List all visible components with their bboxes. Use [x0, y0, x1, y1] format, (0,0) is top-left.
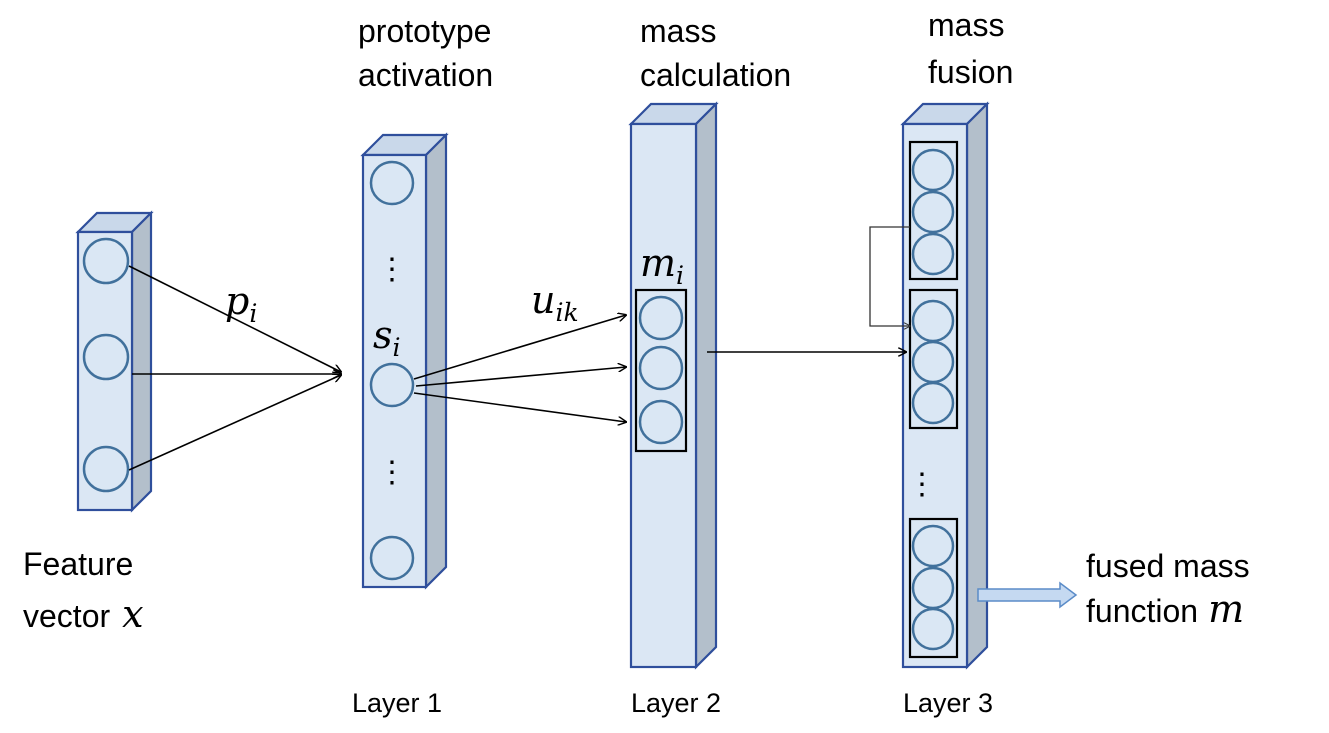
fusion-node	[911, 524, 955, 568]
layer2-label: Layer 2	[631, 688, 721, 718]
prototype-node	[369, 535, 415, 581]
fusion-node	[911, 232, 955, 276]
mass-group-mi	[634, 288, 688, 453]
label-pi: pi	[225, 279, 257, 328]
arrow-si-to-mass	[413, 315, 626, 380]
layer1-block: ⋮ ⋮	[360, 132, 449, 590]
mass-node	[638, 399, 684, 445]
fusion-group	[908, 140, 959, 281]
fusion-node	[911, 340, 955, 384]
fusion-node	[911, 190, 955, 234]
mass-node	[638, 345, 684, 391]
input-node	[82, 445, 130, 493]
input-node	[82, 237, 130, 285]
input-block	[75, 210, 154, 513]
layer2-block	[628, 101, 719, 670]
fusion-node	[911, 381, 955, 425]
layer3-label: Layer 3	[903, 688, 993, 718]
layer3-block: ⋮	[900, 101, 990, 670]
label-uik: uik	[531, 278, 579, 327]
fusion-node	[911, 299, 955, 343]
fusion-node	[911, 566, 955, 610]
mass-node	[638, 295, 684, 341]
input-node	[82, 333, 130, 381]
layer1-label: Layer 1	[352, 688, 442, 718]
fusion-node	[911, 148, 955, 192]
arrow-input-to-si	[128, 375, 341, 471]
prototype-activation-label-line2: activation	[358, 57, 493, 93]
prototype-node	[369, 160, 415, 206]
layer3-block-side	[965, 101, 989, 670]
fusion-group	[908, 517, 959, 659]
layer1-ellipsis-bottom: ⋮	[377, 456, 407, 489]
label-mi: mi	[640, 241, 684, 290]
connections	[128, 226, 1078, 609]
layer2-block-side	[694, 101, 718, 670]
arrow-si-to-mass	[415, 367, 626, 387]
mass-calculation-label-line1: mass	[640, 13, 716, 49]
label-si: si	[373, 313, 401, 362]
arrow-si-to-mass	[413, 392, 626, 422]
layer1-block-side	[424, 132, 448, 590]
output-label-line1: fused mass	[1086, 548, 1250, 584]
arrow-fusion-loop	[869, 226, 910, 326]
feature-vector-label-line1: Feature	[23, 546, 133, 582]
arrow-input-to-si	[128, 265, 341, 372]
mass-fusion-label-line2: fusion	[928, 54, 1013, 90]
prototype-node-si	[369, 362, 415, 408]
mass-calculation-label-line2: calculation	[640, 57, 791, 93]
fusion-group	[908, 288, 959, 430]
output-arrow	[977, 581, 1078, 609]
fusion-node	[911, 607, 955, 651]
layer1-ellipsis-top: ⋮	[377, 253, 407, 286]
mass-fusion-label-line1: mass	[928, 7, 1004, 43]
input-block-side	[130, 210, 153, 513]
layer3-ellipsis: ⋮	[907, 468, 937, 501]
prototype-activation-label-line1: prototype	[358, 13, 491, 49]
